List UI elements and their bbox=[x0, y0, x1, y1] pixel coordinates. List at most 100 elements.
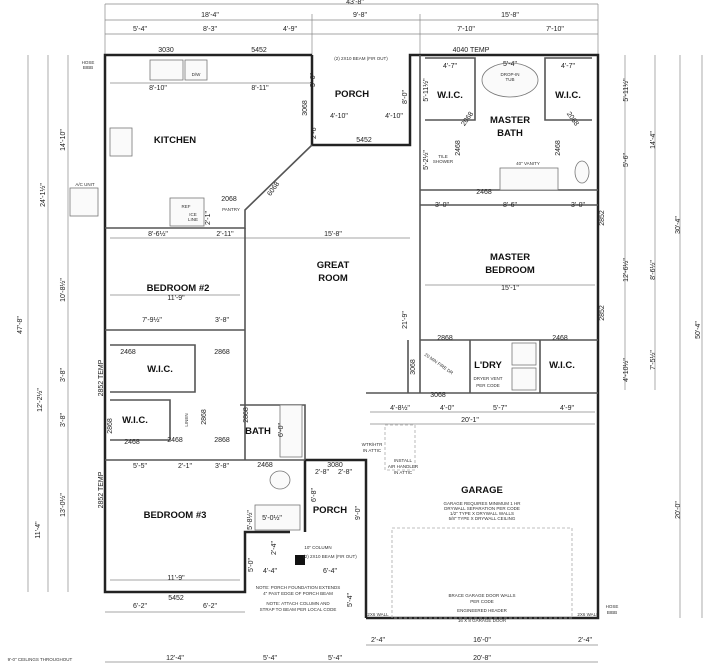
dimension-label: 2'-6" bbox=[311, 125, 318, 139]
dimension-label: 3'-8" bbox=[60, 413, 67, 427]
dimension-label: 15'-8" bbox=[501, 12, 519, 19]
dimension-label: 2'-1" bbox=[205, 211, 212, 225]
door-window-label: 2868 bbox=[437, 335, 453, 342]
dimension-label: 5'-11½" bbox=[422, 78, 430, 102]
note-label: 5/8" TYPE X DRYWALL CEILING bbox=[449, 516, 516, 521]
door-window-label: 2852 TEMP bbox=[98, 359, 105, 396]
door-window-label: 2068 bbox=[460, 111, 475, 128]
dimension-label: 7'-5½" bbox=[649, 350, 657, 370]
room-label: W.I.C. bbox=[147, 364, 173, 375]
room-label: MASTER bbox=[490, 115, 530, 126]
dimension-label: 12'-2½" bbox=[36, 388, 44, 412]
door-window-label: 6068 bbox=[266, 181, 281, 198]
dimension-label: 9'-8" bbox=[353, 12, 367, 19]
note-label: TUB bbox=[506, 77, 515, 82]
note-label: REF bbox=[182, 204, 191, 209]
dimension-label: 7'-9½" bbox=[142, 316, 162, 324]
room-label: KITCHEN bbox=[154, 135, 196, 146]
door-window-label: 2868 bbox=[214, 437, 230, 444]
note-label: IN ATTIC bbox=[363, 448, 382, 453]
dimension-label: 14'-10" bbox=[60, 129, 67, 151]
dimension-label: 3'-0" bbox=[571, 202, 585, 209]
note-label: 20 MIN FIRE DR bbox=[424, 352, 455, 376]
dimension-label: 3'-0" bbox=[435, 202, 449, 209]
dimension-label: 2'-4" bbox=[271, 541, 278, 555]
note-label: 10" COLUMN bbox=[304, 545, 331, 550]
dimension-label: 13'-0½" bbox=[59, 493, 67, 517]
dimension-label: 4'-4" bbox=[263, 568, 277, 575]
room-label: W.I.C. bbox=[555, 90, 581, 101]
note-label: GARAGE REQUIRES MINIMUM 1 HR bbox=[443, 501, 521, 506]
door-window-label: 2852 TEMP bbox=[98, 471, 105, 508]
dimension-label: 5'-4" bbox=[328, 655, 342, 662]
dimension-label: 8'-6" bbox=[503, 202, 517, 209]
dimension-label: 3'-8" bbox=[215, 463, 229, 470]
dimension-label: 2'-11" bbox=[216, 231, 234, 238]
note-label: INSTALL bbox=[394, 458, 412, 463]
dimension-label: 20'-1" bbox=[461, 417, 479, 424]
dimension-label: 15'-1" bbox=[501, 285, 519, 292]
dimension-label: 5'-8½" bbox=[246, 510, 254, 530]
dimension-label: 5'-2½" bbox=[422, 150, 430, 170]
door-window-label: 3068 bbox=[410, 359, 417, 375]
dimension-label: 11'-9" bbox=[167, 295, 185, 302]
dimension-label: 8'-11" bbox=[251, 85, 269, 92]
dimension-label: 20'-0" bbox=[675, 501, 682, 519]
toilet bbox=[574, 160, 590, 184]
column-icon bbox=[295, 555, 305, 565]
dimension-label: 8'-6½" bbox=[649, 260, 657, 280]
dimension-label: 5'-0½" bbox=[262, 514, 282, 522]
door-window-label: 2468 bbox=[455, 140, 462, 156]
door-window-label: 2852 bbox=[599, 305, 606, 321]
door-window-label: 2468 bbox=[476, 189, 492, 196]
dimension-label: 47'-8" bbox=[17, 316, 24, 334]
dishwasher bbox=[184, 59, 208, 81]
garage-door-line bbox=[391, 527, 573, 619]
dimension-label: 2'-8" bbox=[338, 469, 352, 476]
door-window-label: 5452 bbox=[356, 137, 372, 144]
bath-toilet bbox=[269, 470, 291, 490]
dimension-label: 8'-0" bbox=[402, 90, 409, 104]
door-window-label: 2068 bbox=[221, 196, 237, 203]
note-label: LINEN bbox=[184, 413, 189, 426]
dimension-label: 7'-10" bbox=[457, 26, 475, 33]
dimension-label: 5'-11½" bbox=[622, 78, 630, 102]
dimension-label: 11'-9" bbox=[167, 575, 185, 582]
room-label: GREAT bbox=[317, 260, 350, 271]
dimension-label: 2'-8" bbox=[315, 469, 329, 476]
door-window-label: 2852 bbox=[599, 210, 606, 226]
dimension-label: 2'-4" bbox=[578, 637, 592, 644]
door-window-label: 2468 bbox=[167, 437, 183, 444]
dryer bbox=[511, 367, 537, 391]
dimension-label: 5'-5" bbox=[133, 463, 147, 470]
note-label: PANTRY bbox=[222, 207, 240, 212]
dimension-label: 24'-1½" bbox=[39, 183, 47, 207]
dimension-label: 4'-7" bbox=[561, 63, 575, 70]
door-window-label: 2068 bbox=[565, 111, 580, 128]
dimension-label: 6'-2" bbox=[203, 603, 217, 610]
dimension-label: 4'-10½" bbox=[622, 358, 630, 382]
note-label: (2) 2X10 BEAM (FIR OUT) bbox=[334, 56, 388, 61]
room-label: GARAGE bbox=[461, 485, 503, 496]
room-label: BATH bbox=[497, 128, 523, 139]
note-label: WTR/HTR bbox=[362, 442, 383, 447]
note-label: IN ATTIC bbox=[394, 470, 413, 475]
dimension-label: 21'-9" bbox=[402, 311, 409, 329]
note-label: 2X6 WALL bbox=[577, 612, 599, 617]
room-label: BEDROOM #2 bbox=[147, 283, 210, 294]
door-window-label: 2468 bbox=[124, 439, 140, 446]
dimension-label: 3'-8" bbox=[60, 368, 67, 382]
note-label: LINE bbox=[188, 217, 198, 222]
dimension-label: 6'-8" bbox=[311, 488, 318, 502]
dimension-label: 4'-9" bbox=[560, 405, 574, 412]
dimension-label: 8'-10" bbox=[149, 85, 167, 92]
room-label: MASTER bbox=[490, 252, 530, 263]
note-label: ENGINEERED HEADER bbox=[457, 608, 508, 613]
door-window-label: 2468 bbox=[257, 462, 273, 469]
note-label: BRACE GARAGE DOOR WALLS bbox=[448, 593, 515, 598]
room-label: BEDROOM bbox=[485, 265, 535, 276]
dimension-label: 5'-4" bbox=[503, 61, 517, 68]
door-window-label: 5452 bbox=[251, 47, 267, 54]
door-window-label: 3068 bbox=[430, 392, 446, 399]
